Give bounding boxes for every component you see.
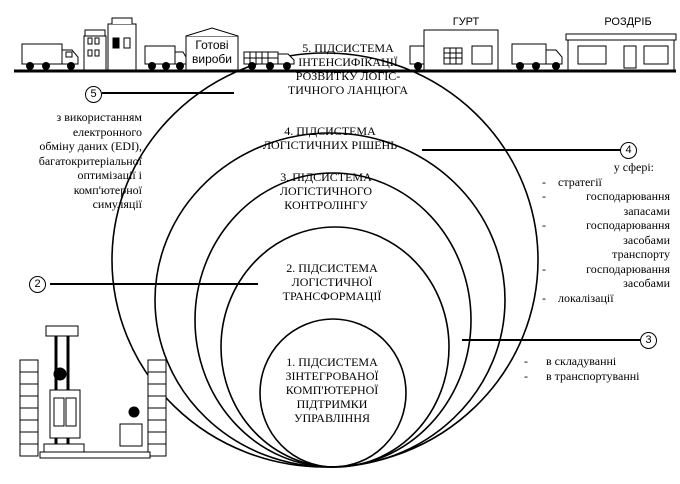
- bottom-note-item: - в складуванні: [520, 354, 670, 369]
- left-note-line: багатокритеріальної: [38, 153, 142, 168]
- right-note-item: засобами: [530, 276, 670, 291]
- subsystem-1-label: 1. ПІДСИСТЕМА ЗІНТЕГРОВАНОЇ КОМП'ЮТЕРНОЇ…: [272, 355, 392, 425]
- subsystem-5-line: ІНТЕНСИФІКАЦІЇ: [298, 55, 398, 69]
- truck-icon: [511, 43, 563, 70]
- subsystem-5-line: ТИЧНОГО ЛАНЦЮГА: [287, 83, 409, 97]
- left-note-line: комп'ютерної: [73, 182, 142, 197]
- left-note-line: обміну даних (EDI),: [39, 139, 142, 153]
- dash-bullet: -: [524, 368, 528, 383]
- wholesale-label: ГУРТ: [452, 16, 480, 28]
- marker-2: 2: [29, 276, 46, 293]
- subsystem-1-line: ЗІНТЕГРОВАНОЇ: [285, 369, 379, 383]
- truck-icon: [21, 43, 79, 70]
- subsystem-2-line: 2. ПІДСИСТЕМА: [286, 261, 378, 275]
- bottom-note: - в складуванні - в транспортуванні: [520, 354, 670, 383]
- right-note-text: запасами: [623, 203, 670, 218]
- subsystem-4-line: ЛОГІСТИЧНИХ РІШЕНЬ: [262, 138, 398, 152]
- ellipse-subsystem-1: [259, 318, 407, 468]
- bottom-note-text: в складуванні: [546, 354, 617, 368]
- finished-goods-building: [185, 27, 239, 71]
- retail-building: [565, 33, 677, 71]
- truck-icon: [144, 45, 187, 70]
- right-note-text: господарювання: [586, 218, 670, 232]
- subsystem-2-label: 2. ПІДСИСТЕМА ЛОГІСТИЧНОЇ ТРАНСФОРМАЦІЇ: [262, 261, 402, 303]
- right-note-text: локалізації: [558, 290, 614, 305]
- subsystem-5-line: 5. ПІДСИСТЕМА: [302, 41, 394, 55]
- subsystem-2-line: ЛОГІСТИЧНОЇ: [291, 275, 373, 289]
- truck-icon: [243, 51, 295, 70]
- right-note-item: -стратегії: [530, 175, 670, 190]
- right-note-item: - господарювання: [530, 218, 670, 233]
- subsystem-5-label: 5. ПІДСИСТЕМА ІНТЕНСИФІКАЦІЇ РОЗВИТКУ ЛО…: [268, 41, 428, 97]
- subsystem-4-label: 4. ПІДСИСТЕМА ЛОГІСТИЧНИХ РІШЕНЬ: [250, 124, 410, 152]
- right-note-item: -локалізації: [530, 291, 670, 306]
- left-note-line: електронного: [72, 124, 142, 139]
- subsystem-3-line: 3. ПІДСИСТЕМА: [280, 170, 372, 184]
- retail-label: РОЗДРІБ: [604, 16, 652, 28]
- subsystem-5-line: РОЗВИТКУ ЛОГІС-: [295, 69, 401, 83]
- right-note-text: засобами: [623, 232, 670, 247]
- subsystem-4-line: 4. ПІДСИСТЕМА: [284, 124, 376, 138]
- dash-bullet: -: [542, 189, 546, 203]
- subsystem-3-label: 3. ПІДСИСТЕМА ЛОГІСТИЧНОГО КОНТРОЛІНГУ: [256, 170, 396, 212]
- right-note-text: транспорту: [612, 247, 670, 261]
- bottom-note-text: в транспортуванні: [546, 368, 640, 383]
- left-note: з використанням електронного обміну дани…: [20, 110, 142, 212]
- subsystem-1-line: 1. ПІДСИСТЕМА: [286, 355, 378, 369]
- bottom-note-item: - в транспортуванні: [520, 369, 670, 384]
- left-note-line: з використанням: [56, 110, 142, 124]
- marker-3: 3: [640, 332, 657, 349]
- dash-bullet: -: [542, 290, 546, 305]
- right-note-text: засобами: [623, 276, 670, 290]
- left-note-line: симуляції: [92, 197, 142, 211]
- marker-5: 5: [85, 86, 102, 103]
- dash-bullet: -: [542, 261, 546, 276]
- right-note-text: господарювання: [586, 189, 670, 203]
- right-note-item: запасами: [530, 204, 670, 219]
- left-note-line: оптимізації і: [77, 168, 142, 182]
- right-note-item: засобами: [530, 233, 670, 248]
- right-note-heading: у сфері:: [613, 160, 654, 174]
- subsystem-3-line: КОНТРОЛІНГУ: [284, 198, 368, 212]
- subsystem-2-line: ТРАНСФОРМАЦІЇ: [282, 289, 382, 303]
- wholesale-building: [423, 29, 499, 71]
- warehouse-crane: [19, 325, 167, 459]
- dash-bullet: -: [542, 218, 546, 232]
- right-note-item: - господарювання: [530, 189, 670, 204]
- subsystem-3-line: ЛОГІСТИЧНОГО: [279, 184, 373, 198]
- finished-goods-label: Готові вироби: [191, 38, 232, 66]
- right-note-item: - господарювання: [530, 262, 670, 277]
- bottom-note-list: - в складуванні - в транспортуванні: [520, 354, 670, 383]
- right-note-text: стратегії: [558, 174, 602, 189]
- dash-bullet: -: [524, 354, 528, 368]
- marker-4: 4: [620, 142, 637, 159]
- right-note-text: господарювання: [586, 261, 670, 276]
- dash-bullet: -: [542, 174, 546, 189]
- warehouse-icon: [83, 17, 137, 71]
- subsystem-1-line: УПРАВЛІННЯ: [294, 411, 370, 425]
- subsystem-1-line: КОМП'ЮТЕРНОЇ: [285, 383, 379, 397]
- right-note-item: транспорту: [530, 247, 670, 262]
- subsystem-1-line: ПІДТРИМКИ: [296, 397, 368, 411]
